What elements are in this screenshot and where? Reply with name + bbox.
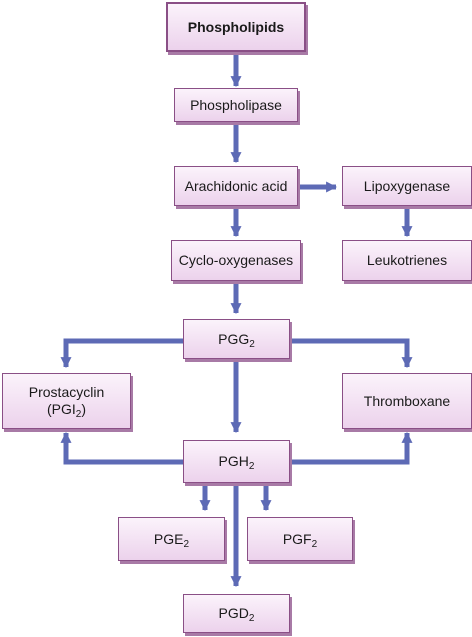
node-cyclo-oxygenases: Cyclo-oxygenases [171,240,301,281]
arrow-pgg2-to-thromboxane [290,338,413,369]
node-thromboxane: Thromboxane [342,373,472,429]
node-pgd2: PGD2 [183,594,290,633]
node-arachidonic-acid: Arachidonic acid [174,166,298,206]
phospholipase-label: Phospholipase [190,96,282,113]
node-lipoxygenase: Lipoxygenase [342,166,472,206]
pgg2-label: PGG2 [218,330,255,350]
node-pgf2: PGF2 [247,517,353,561]
node-phospholipase: Phospholipase [174,88,298,122]
lipoxygenase-label: Lipoxygenase [363,177,451,194]
arrow-pgh2-to-prostacyclin [60,431,183,465]
node-pgh2: PGH2 [183,440,290,483]
node-phospholipids: Phospholipids [166,2,306,52]
pge2-label: PGE2 [153,530,190,550]
arachidonic-acid-label: Arachidonic acid [184,177,288,194]
node-pgg2: PGG2 [183,319,290,359]
arrow-pgg2-to-prostacyclin [60,338,183,369]
pgh2-label: PGH2 [218,453,255,472]
arrow-pgh2-to-thromboxane [290,431,413,465]
leukotrienes-label: Leukotrienes [366,252,448,268]
thromboxane-label: Thromboxane [363,392,451,409]
node-leukotrienes: Leukotrienes [342,240,472,281]
cyclo-oxygenases-label: Cyclo-oxygenases [178,252,294,268]
pgd2-label: PGD2 [218,605,255,624]
phospholipids-label: Phospholipids [187,18,285,35]
prostacyclin-label: Prostacyclin (PGI2) [28,384,105,420]
pgf2-label: PGF2 [282,530,318,550]
node-pge2: PGE2 [118,517,225,561]
node-prostacyclin: Prostacyclin (PGI2) [2,373,131,429]
